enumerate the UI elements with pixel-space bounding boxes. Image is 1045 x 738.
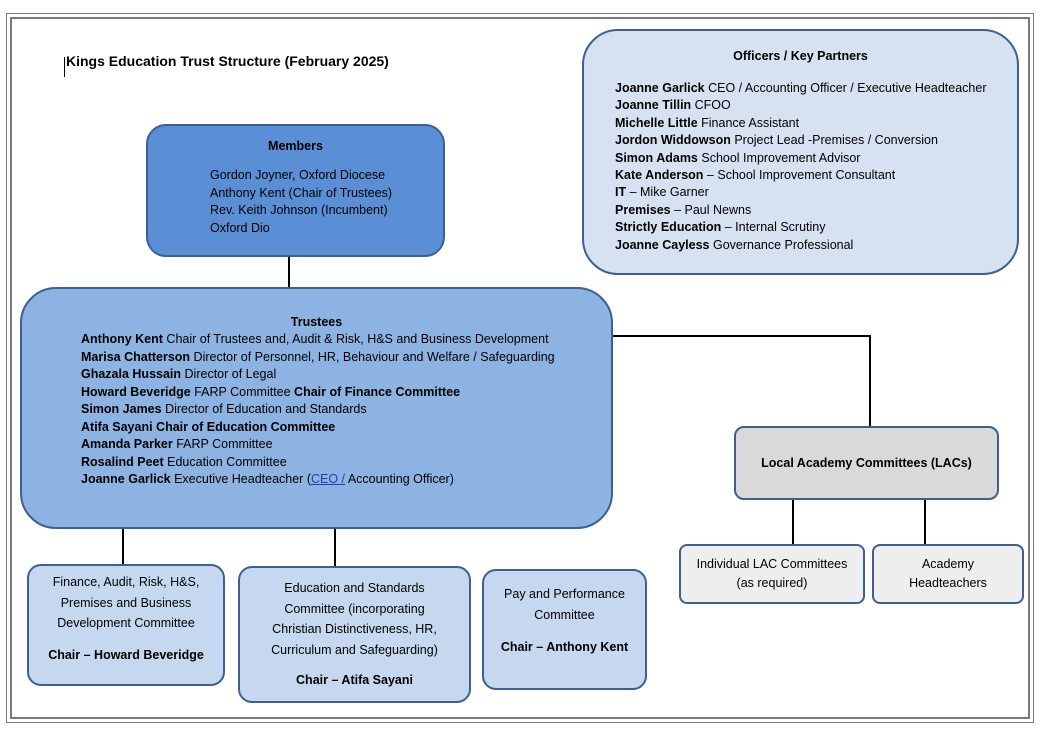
officer-item: Premises – Paul Newns [615,202,752,217]
connector-trustees-farp [122,528,124,565]
farp-committee-box: Finance, Audit, Risk, H&S, Premises and … [27,564,225,686]
page-border-inner [10,17,1030,719]
academy-headteachers-line: Headteachers [909,576,987,590]
connector-trustees-lac-v [869,335,871,427]
officers-box: Officers / Key Partners Joanne Garlick C… [582,29,1019,275]
page-title: Kings Education Trust Structure (Februar… [66,53,389,69]
trustees-list: Anthony Kent Chair of Trustees and, Audi… [81,331,611,489]
trustee-item: Atifa Sayani Chair of Education Committe… [81,419,336,434]
officer-item: Joanne Garlick CEO / Accounting Officer … [615,81,987,95]
connector-members-trustees [288,257,290,288]
education-line: Curriculum and Safeguarding) [271,642,438,657]
officer-item: Strictly Education – Internal Scrutiny [615,220,826,235]
farp-line: Premises and Business [60,595,192,610]
lac-label: Local Academy Committees (LACs) [761,456,972,470]
trustee-item: Amanda Parker FARP Committee [81,437,273,451]
academy-headteachers-box: Academy Headteachers [872,544,1024,604]
trustees-heading: Trustees [290,315,343,329]
trustees-box: Trustees Anthony Kent Chair of Trustees … [20,287,613,529]
farp-line: Development Committee [57,616,195,630]
pay-line: Pay and Performance [504,587,625,601]
education-committee-box: Education and Standards Committee (incor… [238,566,471,703]
connector-trustees-lac-h [612,335,871,337]
member-item: Gordon Joyner, Oxford Diocese [210,168,386,182]
pay-chair: Chair – Anthony Kent [500,640,629,654]
page-border-outer [6,13,1034,723]
officer-item: Kate Anderson – School Improvement Consu… [615,168,896,183]
member-item: Oxford Dio [210,220,270,235]
pay-line: Committee [534,607,595,622]
members-heading: Members [268,139,323,153]
education-line: Christian Distinctiveness, HR, [272,622,437,636]
trustee-item: Simon James Director of Education and St… [81,402,367,416]
trustee-item: Anthony Kent Chair of Trustees and, Audi… [81,332,549,346]
officer-item: IT – Mike Garner [615,185,709,200]
individual-lac-line: Individual LAC Committees [696,557,848,571]
individual-lac-line: (as required) [736,576,808,590]
officers-list: Joanne Garlick CEO / Accounting Officer … [615,80,1017,254]
education-line: Education and Standards [284,581,425,595]
member-item: Rev. Keith Johnson (Incumbent) [210,203,388,217]
pay-committee-box: Pay and Performance Committee Chair – An… [482,569,647,690]
connector-lac-individual [792,499,794,545]
trustee-item: Rosalind Peet Education Committee [81,454,287,469]
trustee-item: Howard Beveridge FARP Committee Chair of… [81,384,461,399]
members-box: Members Gordon Joyner, Oxford Diocese An… [146,124,445,257]
trustee-item: Joanne Garlick Executive Headteacher (CE… [81,472,454,486]
officer-item: Michelle Little Finance Assistant [615,115,800,130]
officer-item: Simon Adams School Improvement Advisor [615,150,861,165]
members-list: Gordon Joyner, Oxford Diocese Anthony Ke… [210,167,443,237]
education-chair: Chair – Atifa Sayani [296,673,413,687]
officer-item: Jordon Widdowson Project Lead -Premises … [615,133,938,148]
connector-lac-headteachers [924,499,926,545]
academy-headteachers-line: Academy [921,557,975,571]
education-line: Committee (incorporating [284,601,425,616]
individual-lac-box: Individual LAC Committees (as required) [679,544,865,604]
farp-line: Finance, Audit, Risk, H&S, [52,575,200,589]
lac-box: Local Academy Committees (LACs) [734,426,999,500]
trustee-item: Ghazala Hussain Director of Legal [81,367,277,381]
officers-heading: Officers / Key Partners [733,49,868,63]
officer-item: Joanne Cayless Governance Professional [615,237,854,252]
trustee-item: Marisa Chatterson Director of Personnel,… [81,349,555,364]
connector-trustees-education [334,528,336,567]
officer-item: Joanne Tillin CFOO [615,98,731,113]
farp-chair: Chair – Howard Beveridge [48,647,204,662]
ceo-link[interactable]: CEO / [310,472,346,486]
text-cursor [64,57,65,77]
member-item: Anthony Kent (Chair of Trustees) [210,185,393,200]
